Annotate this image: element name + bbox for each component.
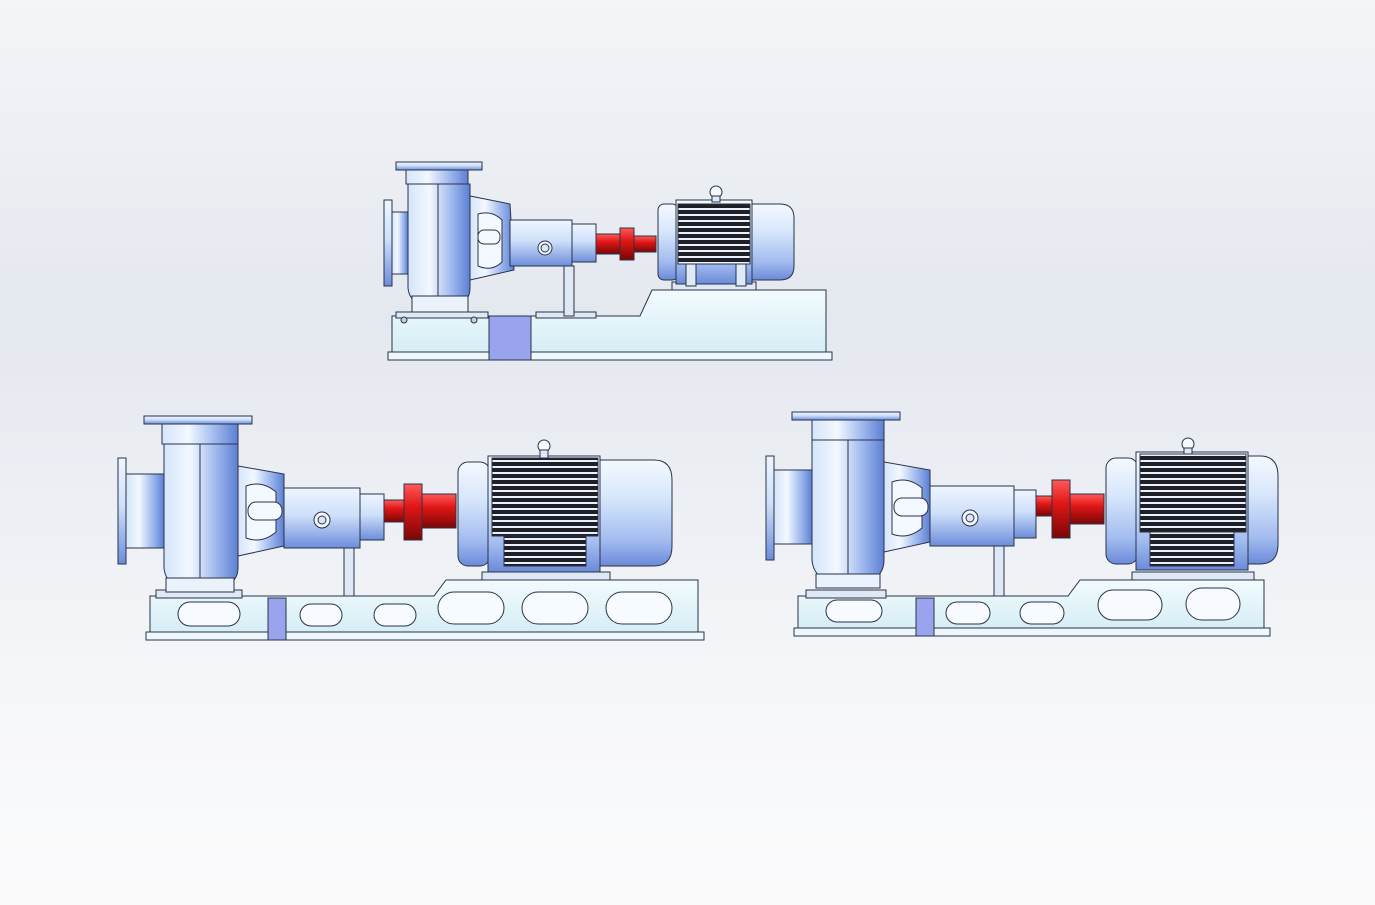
electric-motor-icon <box>1105 437 1279 571</box>
centrifugal-pump-icon <box>383 161 515 313</box>
baseplate-icon <box>793 571 1271 637</box>
electric-motor-icon <box>657 185 795 287</box>
coupling-icon <box>383 483 457 541</box>
coupling-icon <box>595 227 657 261</box>
pump-unit-bottom-left <box>117 415 705 641</box>
electric-motor-icon <box>457 439 673 573</box>
pump-unit-top <box>383 161 833 361</box>
pump-unit-bottom-right <box>765 411 1279 637</box>
coupling-icon <box>1035 479 1105 539</box>
centrifugal-pump-icon <box>765 411 931 589</box>
baseplate-icon <box>145 571 705 641</box>
centrifugal-pump-icon <box>117 415 285 593</box>
